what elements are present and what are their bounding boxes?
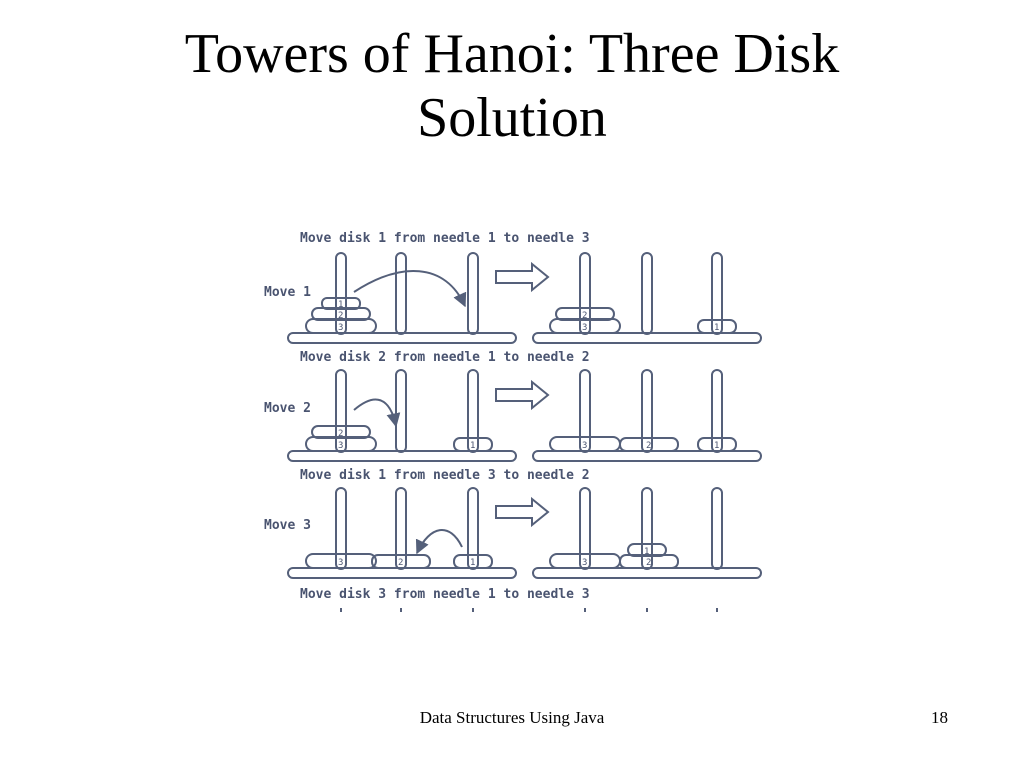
disk-label-3: 3 bbox=[338, 558, 343, 568]
disk-label-2: 2 bbox=[338, 311, 343, 321]
needle-3 bbox=[467, 487, 479, 570]
board-before-move-1: 3 2 1 bbox=[287, 252, 517, 344]
move-label-3: Move 3 bbox=[264, 518, 311, 533]
needle-2 bbox=[395, 369, 407, 453]
needle-2 bbox=[641, 252, 653, 335]
disk-label-1: 1 bbox=[644, 547, 649, 557]
disk-label-1: 1 bbox=[714, 323, 719, 333]
needle-1 bbox=[335, 487, 347, 570]
move-label-2: Move 2 bbox=[264, 401, 311, 416]
needle-3 bbox=[711, 487, 723, 570]
needle-1 bbox=[579, 369, 591, 453]
footer-course-title: Data Structures Using Java bbox=[419, 708, 605, 727]
disk-2 bbox=[371, 554, 431, 569]
needle-2 bbox=[395, 487, 407, 570]
disk-label-2: 2 bbox=[582, 311, 587, 321]
disk-2 bbox=[311, 425, 371, 439]
slide-title: Towers of Hanoi: Three Disk Solution bbox=[0, 22, 1024, 150]
disk-label-2: 2 bbox=[646, 558, 651, 568]
slide-title-line-2: Solution bbox=[417, 87, 607, 149]
move-arrow-1 bbox=[353, 270, 467, 308]
disk-label-2: 2 bbox=[338, 429, 343, 439]
disk-label-1: 1 bbox=[714, 441, 719, 451]
needle-1 bbox=[335, 252, 347, 335]
row-move-3: Move 3 3 2 1 bbox=[264, 487, 762, 579]
board-after-move-1: 3 2 1 bbox=[532, 252, 762, 344]
disk-label-1: 1 bbox=[470, 558, 475, 568]
disk-3 bbox=[305, 553, 377, 569]
disk-1 bbox=[697, 319, 737, 334]
row-move-2: Move 2 3 2 1 bbox=[264, 369, 762, 462]
needle-3 bbox=[711, 369, 723, 453]
needle-1 bbox=[335, 369, 347, 453]
board-after-move-3: 3 2 1 bbox=[532, 487, 762, 579]
needle-3 bbox=[711, 252, 723, 335]
needle-2 bbox=[395, 252, 407, 335]
needle-1 bbox=[579, 252, 591, 335]
caption-move-2: Move disk 2 from needle 1 to needle 2 bbox=[300, 350, 590, 365]
disk-label-2: 2 bbox=[398, 558, 403, 568]
caption-move-4: Move disk 3 from needle 1 to needle 3 bbox=[300, 587, 590, 602]
board-before-move-3: 3 2 1 bbox=[287, 487, 517, 579]
cropped-needle-tips bbox=[340, 608, 718, 612]
disk-1 bbox=[697, 437, 737, 452]
needle-2 bbox=[641, 369, 653, 453]
disk-1 bbox=[453, 554, 493, 569]
disk-2 bbox=[555, 307, 615, 321]
caption-move-1: Move disk 1 from needle 1 to needle 3 bbox=[300, 231, 590, 246]
disk-label-3: 3 bbox=[582, 323, 587, 333]
disk-label-3: 3 bbox=[582, 441, 587, 451]
disk-label-3: 3 bbox=[338, 441, 343, 451]
move-arrow-2 bbox=[353, 398, 401, 428]
disk-2 bbox=[619, 437, 679, 452]
disk-1 bbox=[453, 437, 493, 452]
disk-1 bbox=[627, 543, 667, 557]
move-label-1: Move 1 bbox=[264, 285, 311, 300]
transition-arrow-1 bbox=[495, 261, 550, 293]
disk-label-3: 3 bbox=[338, 323, 343, 333]
disk-label-1: 1 bbox=[338, 300, 343, 310]
disk-1 bbox=[321, 297, 361, 310]
slide-title-line-1: Towers of Hanoi: Three Disk bbox=[184, 23, 840, 85]
disk-label-2: 2 bbox=[646, 441, 651, 451]
hanoi-diagram: Move disk 1 from needle 1 to needle 3 Mo… bbox=[264, 231, 762, 612]
transition-arrow-2 bbox=[495, 379, 550, 411]
needle-3 bbox=[467, 252, 479, 335]
slide-number: 18 bbox=[931, 708, 948, 727]
disk-label-1: 1 bbox=[470, 441, 475, 451]
board-before-move-2: 3 2 1 bbox=[287, 369, 517, 462]
needle-1 bbox=[579, 487, 591, 570]
move-arrow-3 bbox=[415, 529, 463, 555]
disk-label-3: 3 bbox=[582, 558, 587, 568]
board-after-move-2: 3 2 1 bbox=[532, 369, 762, 462]
caption-move-3: Move disk 1 from needle 3 to needle 2 bbox=[300, 468, 590, 483]
transition-arrow-3 bbox=[495, 496, 550, 528]
needle-3 bbox=[467, 369, 479, 453]
row-move-1: Move 1 3 2 1 bbox=[264, 252, 762, 344]
